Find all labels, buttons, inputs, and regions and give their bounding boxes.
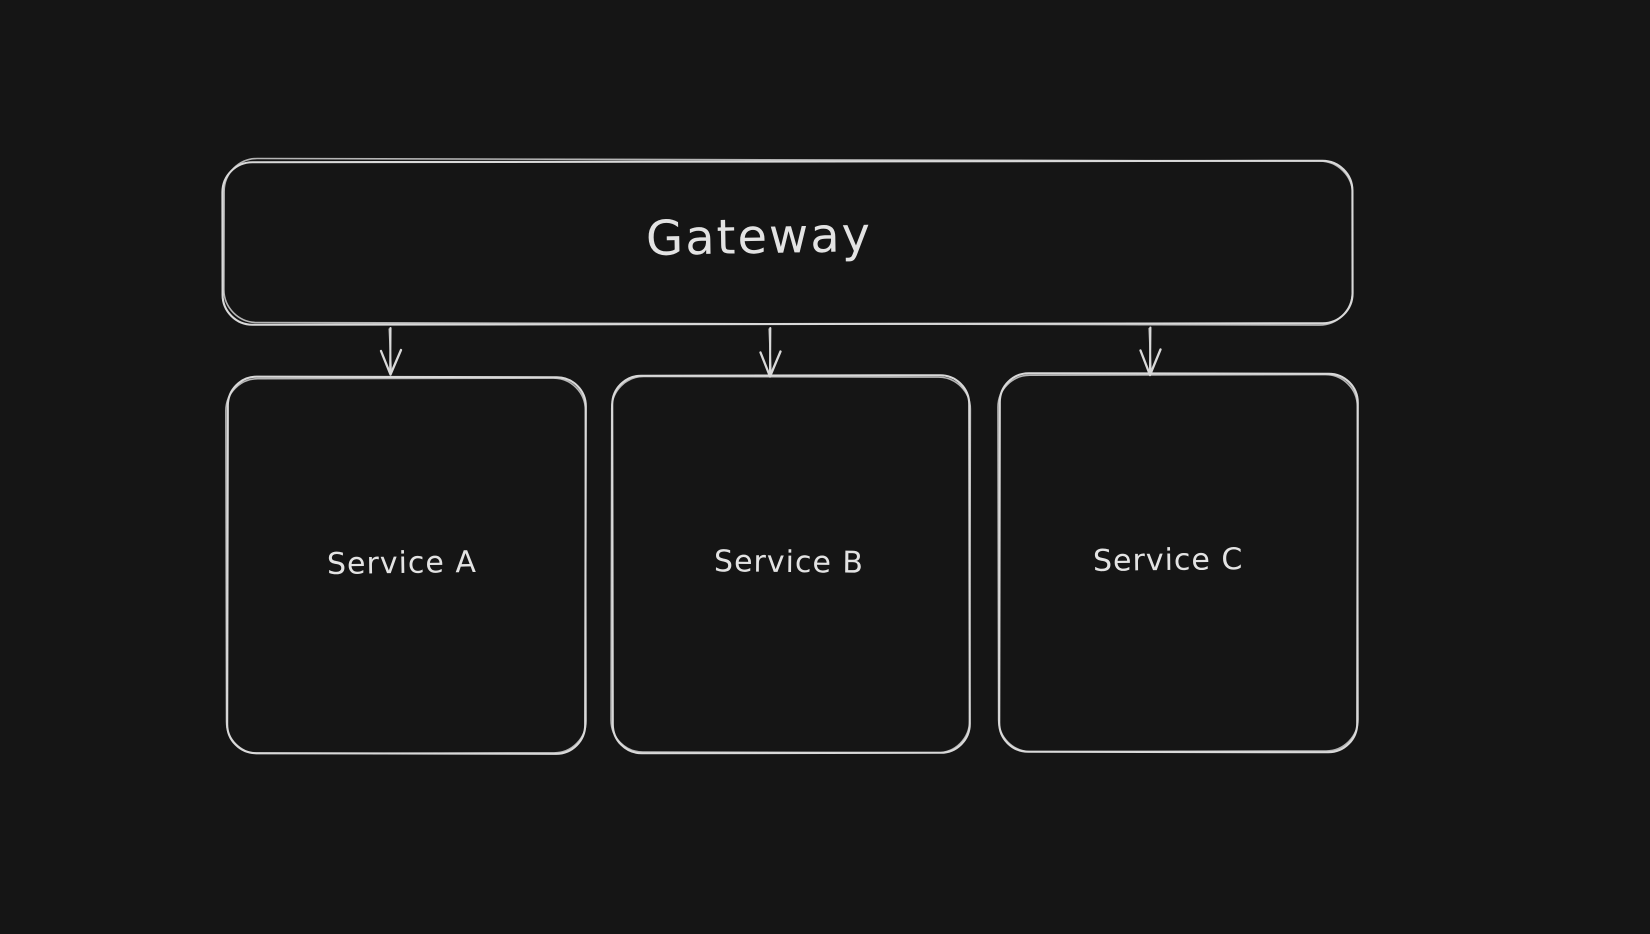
arrow-gateway-to-service-c[interactable]: [1139, 326, 1162, 377]
node-service-a-shape[interactable]: [225, 375, 587, 755]
arrowhead-down-icon: [1139, 348, 1162, 377]
arrowhead-down-icon: [379, 348, 403, 376]
arrow-gateway-to-service-b[interactable]: [759, 326, 782, 378]
node-service-c-shape[interactable]: [997, 372, 1359, 754]
node-service-b-shape[interactable]: [610, 374, 972, 755]
arrowhead-down-icon: [759, 350, 782, 378]
node-gateway-shape[interactable]: [221, 157, 1354, 326]
arrow-gateway-to-service-a[interactable]: [379, 326, 403, 376]
